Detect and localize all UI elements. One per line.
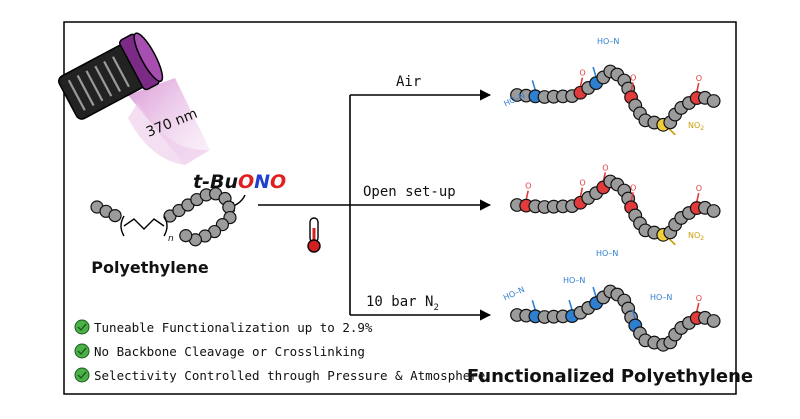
polymer-bond-zigzag — [123, 218, 165, 230]
oxygen-atom: O — [579, 69, 585, 78]
oxygen-atom: O — [696, 294, 702, 303]
oxime-label: HO–N — [650, 293, 672, 302]
group-bond — [631, 309, 637, 320]
nitro-label: NO2 — [688, 121, 704, 132]
check-icon — [74, 319, 90, 335]
chain-bead — [179, 229, 193, 243]
condition-open: Open set-up — [363, 184, 456, 200]
repeat-unit-subscript: n — [168, 234, 174, 244]
group-bond — [695, 192, 700, 203]
lamp-lens — [133, 32, 164, 83]
group-bond — [568, 299, 573, 311]
oxygen-atom: O — [630, 183, 636, 192]
nitro-label: NO2 — [688, 231, 704, 242]
chain-bead — [108, 208, 122, 223]
group-bond — [630, 82, 634, 92]
reagent-n: N — [254, 171, 270, 193]
oxygen-atom: O — [525, 182, 531, 191]
polyethylene-chain — [90, 187, 237, 247]
reagent-prefix: t-Bu — [193, 171, 238, 193]
oxygen-atom: O — [696, 74, 702, 83]
reagent-formula: t-BuONO — [193, 171, 286, 193]
condition-nitrogen-sub: 2 — [433, 303, 438, 313]
thermometer-icon — [307, 217, 321, 253]
group-bond — [695, 302, 700, 313]
product-label: Functionalized Polyethylene — [467, 366, 753, 387]
group-bond — [695, 82, 700, 93]
chain-bead — [706, 204, 721, 218]
svg-text:No Backbone Cleavage or Crossl: No Backbone Cleavage or Crosslinking — [94, 344, 365, 359]
svg-text:Tuneable Functionalization up: Tuneable Functionalization up to 2.9% — [94, 320, 373, 335]
product-nitrogen: O — [510, 284, 721, 352]
reagent-o1: O — [238, 171, 254, 193]
check-icon — [74, 343, 90, 359]
condition-nitrogen: 10 bar N2 — [366, 294, 439, 313]
check-icon — [74, 367, 90, 383]
light-cone-shade — [128, 102, 210, 165]
chain-bead — [706, 314, 721, 328]
group-bond — [592, 286, 597, 298]
oxime-label: HO–N — [596, 249, 618, 258]
feature-list: Tuneable Functionalization up to 2.9% No… — [74, 319, 485, 383]
light-beam — [128, 78, 210, 165]
oxime-label: HO–N — [597, 37, 619, 46]
reaction-arrows — [258, 89, 492, 321]
product-open-setup: O O O O O — [510, 163, 721, 246]
oxygen-atom: O — [579, 179, 585, 188]
group-bond — [630, 192, 634, 202]
feature-item: No Backbone Cleavage or Crosslinking — [74, 343, 365, 359]
figure-frame — [63, 21, 737, 395]
uv-lamp: 370 nm — [58, 32, 210, 165]
feature-item: Tuneable Functionalization up to 2.9% — [74, 319, 373, 335]
group-bond — [579, 187, 584, 197]
oxygen-atom: O — [696, 184, 702, 193]
polymer-bracket-close — [163, 215, 168, 237]
condition-air: Air — [396, 74, 421, 90]
oxygen-atom: O — [630, 73, 636, 82]
oxime-label: HO–N — [563, 276, 585, 285]
oxygen-atom: O — [602, 163, 608, 172]
group-bond — [579, 77, 584, 87]
start-material-label: Polyethylene — [91, 258, 209, 277]
group-bond — [525, 190, 529, 200]
lamp-grill — [67, 56, 130, 111]
oxime-label: HO–N — [502, 285, 526, 303]
svg-text:Selectivity Controlled through: Selectivity Controlled through Pressure … — [94, 368, 485, 383]
chain-bead — [706, 94, 721, 108]
feature-item: Selectivity Controlled through Pressure … — [74, 367, 485, 383]
group-bond — [531, 300, 537, 311]
reagent-o2: O — [270, 171, 286, 193]
group-bond — [531, 80, 537, 91]
polymer-bracket-open — [120, 215, 125, 237]
group-bond — [592, 66, 597, 78]
